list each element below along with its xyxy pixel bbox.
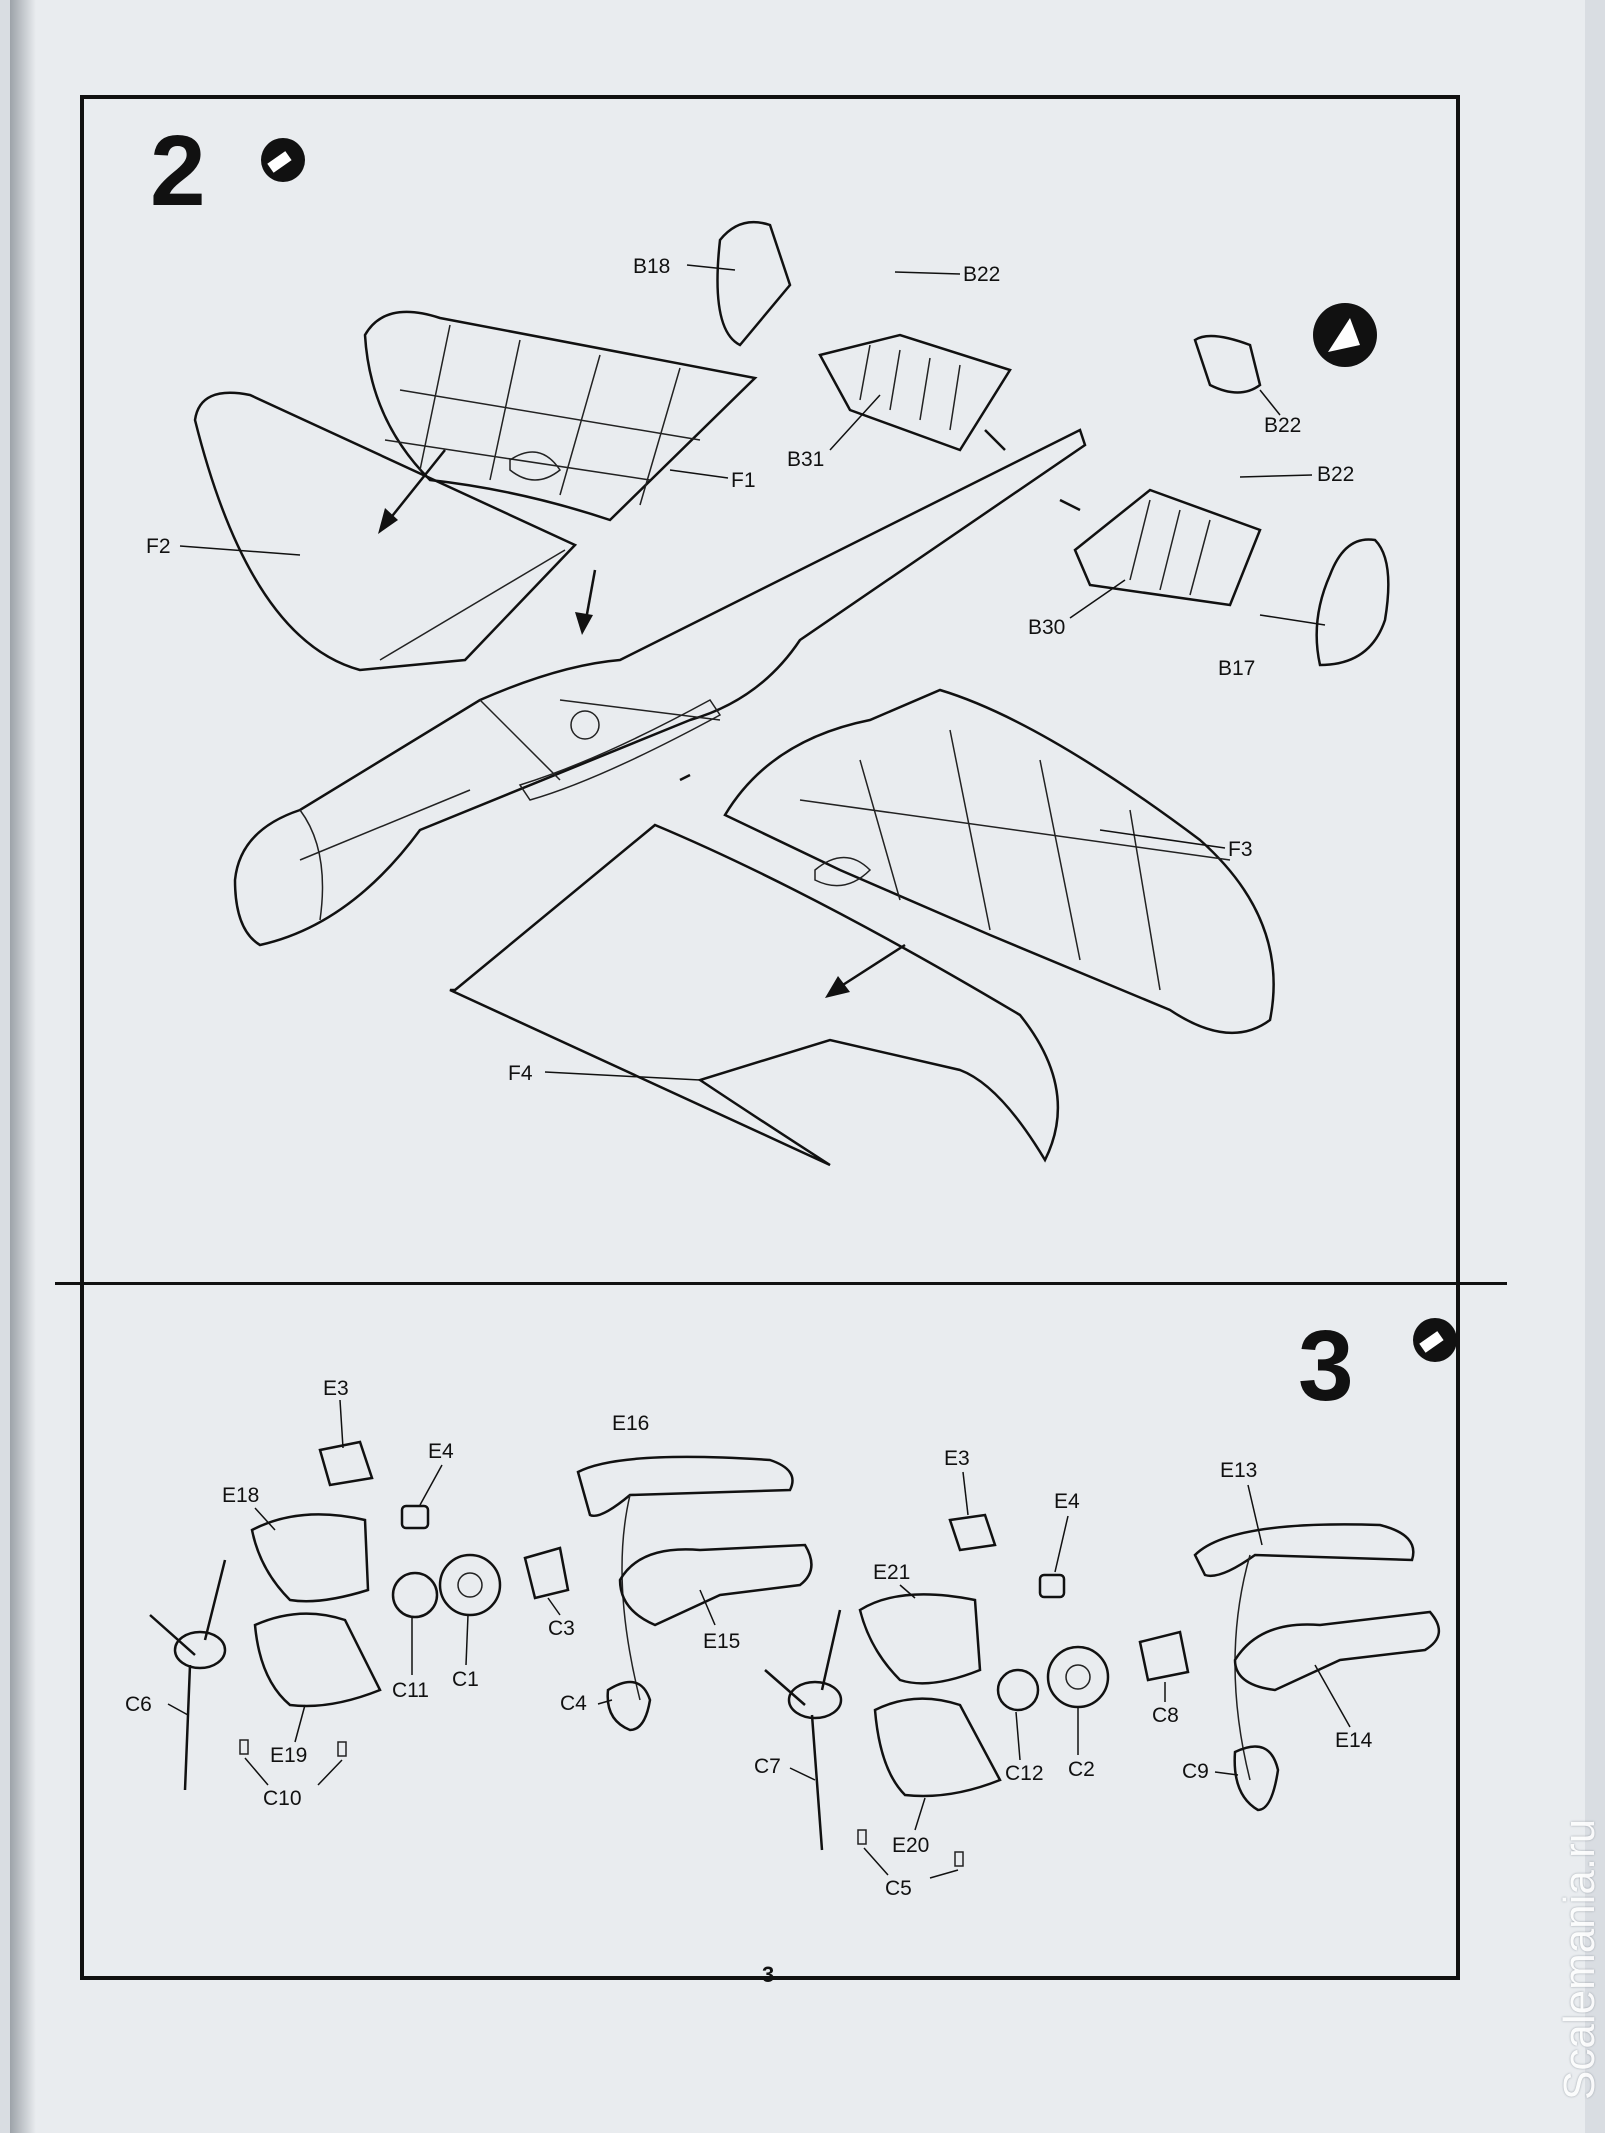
label-c2: C2: [1068, 1758, 1095, 1781]
label-b31: B31: [787, 448, 824, 471]
label-b22-right: B22: [1264, 414, 1301, 437]
part-e18: [250, 1513, 370, 1603]
paint-pot-icon: [1313, 303, 1377, 367]
instruction-frame: [80, 95, 1460, 1980]
label-e19: E19: [270, 1744, 307, 1767]
label-c9: C9: [1182, 1760, 1209, 1783]
label-e14: E14: [1335, 1729, 1373, 1752]
label-f4: F4: [508, 1062, 533, 1085]
part-e15: [618, 1543, 813, 1627]
label-c7: C7: [754, 1755, 781, 1778]
label-c4: C4: [560, 1692, 587, 1715]
canopy-b22: [1193, 334, 1262, 394]
label-b22-top: B22: [963, 263, 1000, 286]
label-e4-right: E4: [1054, 1490, 1080, 1513]
wing-f3: [723, 688, 1275, 1035]
label-e18: E18: [222, 1484, 259, 1507]
stabilizer-b30: [1073, 488, 1262, 607]
part-e4-right: [1038, 1573, 1066, 1599]
fin-b18: [716, 220, 792, 347]
part-c5: [857, 1829, 964, 1867]
part-c3: [523, 1546, 570, 1600]
label-c8: C8: [1152, 1704, 1179, 1727]
step-divider: [55, 1282, 1507, 1285]
label-f1: F1: [731, 469, 756, 492]
glue-tube-icon: [1413, 1318, 1457, 1362]
part-c4: [606, 1680, 652, 1732]
part-e16: [576, 1455, 794, 1518]
glue-tube-icon: [261, 138, 305, 182]
label-e15: E15: [703, 1630, 740, 1653]
label-f3: F3: [1228, 838, 1253, 861]
part-c9: [1233, 1745, 1280, 1812]
part-e21: [858, 1593, 982, 1685]
label-b18: B18: [633, 255, 670, 278]
step-2-number: 2: [150, 115, 206, 227]
label-e16: E16: [612, 1412, 649, 1435]
part-e13: [1193, 1523, 1415, 1578]
part-e4-left: [400, 1504, 430, 1530]
label-e3-left: E3: [323, 1377, 349, 1400]
part-e19: [253, 1612, 382, 1708]
label-c10: C10: [263, 1787, 302, 1810]
watermark: Scalemania.ru: [1555, 1818, 1604, 2100]
fin-b17: [1315, 538, 1390, 667]
label-e13: E13: [1220, 1459, 1257, 1482]
label-e3-right: E3: [944, 1447, 970, 1470]
label-b22-mid: B22: [1317, 463, 1354, 486]
page-number: 3: [762, 1962, 775, 1987]
label-b30: B30: [1028, 616, 1065, 639]
part-c10: [239, 1739, 347, 1757]
part-c6: [149, 1559, 227, 1791]
label-c5: C5: [885, 1877, 912, 1900]
part-e3-right: [948, 1513, 997, 1552]
step-2: 2: [146, 115, 1390, 1167]
label-c3: C3: [548, 1617, 575, 1640]
label-c11: C11: [392, 1679, 429, 1702]
wing-f4: [449, 823, 1060, 1167]
binding-shadow: [10, 0, 36, 2133]
label-c1: C1: [452, 1668, 479, 1691]
label-e4-left: E4: [428, 1440, 454, 1463]
label-f2: F2: [146, 535, 171, 558]
part-c11: [391, 1571, 439, 1619]
part-c2: [1046, 1645, 1110, 1709]
label-c12: C12: [1005, 1762, 1044, 1785]
part-c12: [996, 1668, 1040, 1712]
wing-f2: [193, 391, 578, 672]
part-c8: [1138, 1630, 1190, 1682]
step-3: 3: [125, 1310, 1457, 1900]
fuselage: [233, 428, 1087, 947]
part-e14: [1233, 1610, 1440, 1692]
label-e20: E20: [892, 1834, 929, 1857]
part-c1: [438, 1553, 502, 1617]
part-e3-left: [318, 1440, 374, 1487]
step-3-number: 3: [1298, 1310, 1354, 1422]
stabilizer-b31: [818, 333, 1012, 452]
wing-f1: [363, 310, 758, 522]
label-e21: E21: [873, 1561, 910, 1584]
label-b17: B17: [1218, 657, 1255, 680]
part-e20: [873, 1697, 1002, 1798]
label-c6: C6: [125, 1693, 152, 1716]
part-c7: [764, 1609, 843, 1851]
